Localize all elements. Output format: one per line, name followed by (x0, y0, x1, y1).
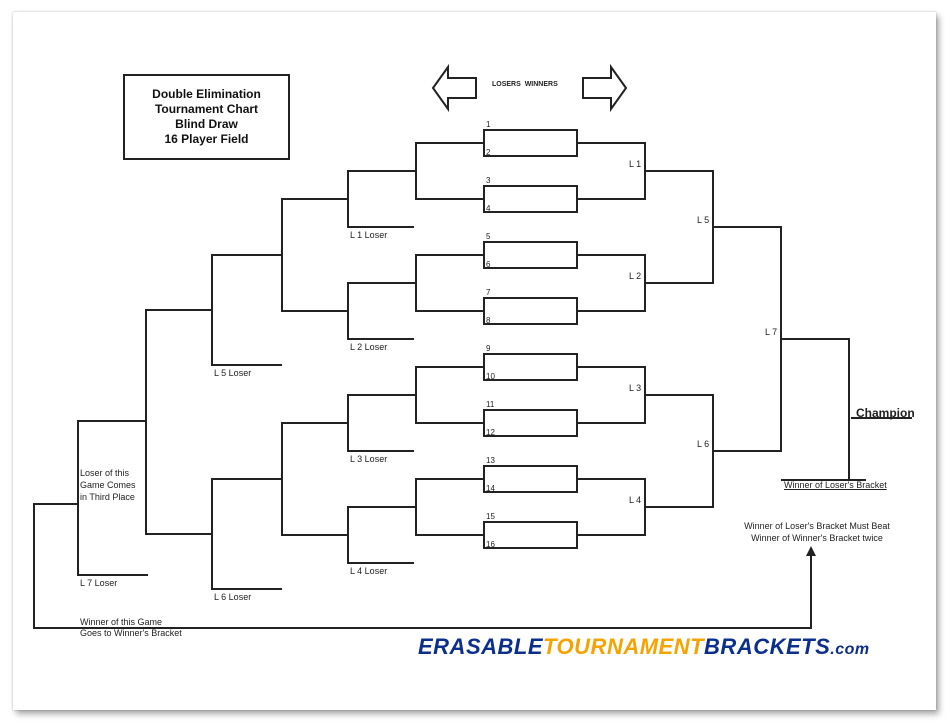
must-beat-note: Winner of Loser's Bracket Must Beat Winn… (737, 520, 897, 544)
title-line-3: Blind Draw (175, 117, 238, 131)
seed-16: 16 (486, 540, 495, 549)
label-l2-loser: L 2 Loser (350, 342, 388, 352)
winner-losers-bracket-label: Winner of Loser's Bracket (784, 480, 887, 490)
third-place-line-3: in Third Place (80, 492, 135, 502)
label-l7: L 7 (765, 327, 778, 337)
seed-2: 2 (486, 148, 491, 157)
label-l4-loser: L 4 Loser (350, 566, 388, 576)
seed-9: 9 (486, 344, 491, 353)
brand-logo: ERASABLETOURNAMENTBRACKETS.com (418, 634, 870, 660)
seed-7: 7 (486, 288, 491, 297)
seed-4: 4 (486, 204, 491, 213)
arrow-up-icon (806, 546, 816, 556)
bracket-sheet (13, 12, 936, 710)
third-place-line-1: Loser of this (80, 468, 130, 478)
logo-dotcom: .com (830, 641, 870, 658)
label-l5: L 5 (697, 215, 710, 225)
direction-label: LOSERS WINNERS (492, 80, 558, 90)
seed-15: 15 (486, 512, 495, 521)
seed-11: 11 (486, 400, 495, 409)
seed-8: 8 (486, 316, 491, 325)
goes-to-line-1: Winner of this Game (80, 617, 163, 627)
label-l3-loser: L 3 Loser (350, 454, 388, 464)
logo-part-3: BRACKETS (704, 634, 831, 659)
seed-12: 12 (486, 428, 495, 437)
seed-13: 13 (486, 456, 495, 465)
title-line-2: Tournament Chart (154, 102, 259, 116)
label-l5-loser: L 5 Loser (214, 368, 252, 378)
right-arrow-icon (582, 63, 628, 113)
must-beat-line-2: Winner of Winner's Bracket twice (751, 533, 883, 543)
label-l4: L 4 (629, 495, 642, 505)
label-l1-loser: L 1 Loser (350, 230, 388, 240)
third-place-line-2: Game Comes (80, 480, 136, 490)
seed-3: 3 (486, 176, 491, 185)
label-l7-loser: L 7 Loser (80, 578, 118, 588)
logo-part-2: TOURNAMENT (543, 634, 705, 659)
label-l2: L 2 (629, 271, 642, 281)
title-line-1: Double Elimination (152, 87, 261, 101)
third-place-note: Loser of this Game Comes in Third Place (80, 467, 136, 503)
seed-6: 6 (486, 260, 491, 269)
seed-10: 10 (486, 372, 495, 381)
seed-14: 14 (486, 484, 495, 493)
title-line-4: 16 Player Field (164, 132, 249, 146)
label-l6-loser: L 6 Loser (214, 592, 252, 602)
seed-5: 5 (486, 232, 491, 241)
label-l6: L 6 (697, 439, 710, 449)
goes-to-winners-note: Winner of this Game Goes to Winner's Bra… (80, 617, 182, 639)
bracket-title-box: Double Elimination Tournament Chart Blin… (123, 74, 290, 160)
label-l3: L 3 (629, 383, 642, 393)
label-l1: L 1 (629, 159, 642, 169)
must-beat-line-1: Winner of Loser's Bracket Must Beat (744, 521, 890, 531)
goes-to-line-2: Goes to Winner's Bracket (80, 628, 182, 638)
logo-part-1: ERASABLE (418, 634, 544, 659)
champion-label: Champion (856, 406, 915, 420)
winners-direction-label: WINNERS (524, 81, 558, 88)
left-arrow-icon (431, 63, 477, 113)
seed-1: 1 (486, 120, 491, 129)
losers-direction-label: LOSERS (492, 81, 521, 88)
